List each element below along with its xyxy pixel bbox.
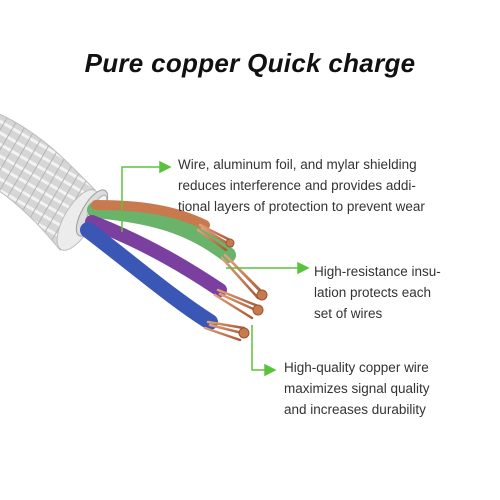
inner-wires bbox=[80, 200, 236, 330]
callout-line: High-quality copper wire bbox=[284, 360, 429, 375]
callout-line: Wire, aluminum foil, and mylar shielding bbox=[178, 157, 417, 172]
callout-shielding: Wire, aluminum foil, and mylar shielding… bbox=[178, 154, 425, 217]
wire-tips bbox=[225, 238, 268, 339]
callout-line: reduces interference and provides addi- bbox=[178, 178, 416, 193]
callout-line: and increases durability bbox=[284, 402, 426, 417]
callout-line: tional layers of protection to prevent w… bbox=[178, 199, 425, 214]
callout-insulation: High-resistance insu- lation protects ea… bbox=[314, 261, 441, 324]
callout-line: lation protects each bbox=[314, 285, 432, 300]
callout-line: set of wires bbox=[314, 306, 383, 321]
callout-leaders bbox=[121, 160, 310, 377]
callout-line: maximizes signal quality bbox=[284, 381, 430, 396]
callout-line: High-resistance insu- bbox=[314, 264, 441, 279]
callout-copper-wire: High-quality copper wire maximizes signa… bbox=[284, 357, 430, 420]
page-title: Pure copper Quick charge bbox=[84, 48, 416, 78]
